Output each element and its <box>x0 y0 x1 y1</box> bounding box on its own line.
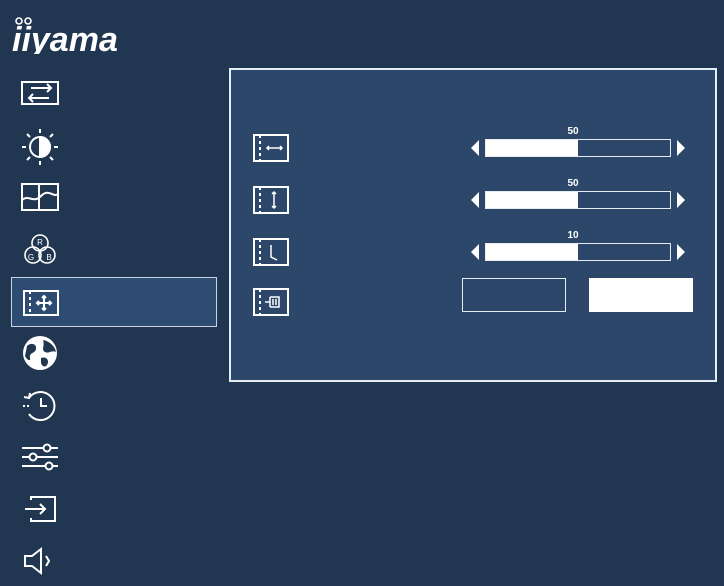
clock-decrease-arrow-icon[interactable] <box>469 243 481 261</box>
svg-text:G: G <box>28 253 34 262</box>
sidebar-item-picture[interactable] <box>11 172 217 222</box>
v-position-decrease-arrow-icon[interactable] <box>469 191 481 209</box>
v-position-slider[interactable] <box>485 191 671 209</box>
clock-value: 10 <box>567 230 579 241</box>
picture-adjust-icon <box>19 176 61 218</box>
iiyama-logo: iiyama <box>10 14 130 59</box>
v-position-increase-arrow-icon[interactable] <box>675 191 687 209</box>
clock-slider[interactable] <box>485 243 671 261</box>
audio-speaker-icon <box>19 540 61 582</box>
sidebar-item-input-select[interactable] <box>11 484 217 534</box>
position-icon <box>20 282 62 324</box>
auto-adjust-icon <box>252 287 290 317</box>
clock-increase-arrow-icon[interactable] <box>675 243 687 261</box>
v-position-icon <box>252 185 290 215</box>
language-globe-icon <box>19 332 61 374</box>
h-position-decrease-arrow-icon[interactable] <box>469 139 481 157</box>
auto-adjust-no-button[interactable] <box>462 278 566 312</box>
h-position-slider[interactable] <box>485 139 671 157</box>
svg-text:B: B <box>46 253 51 262</box>
brightness-icon <box>19 126 61 168</box>
sidebar-item-position[interactable] <box>11 277 217 327</box>
clock-slider-fill <box>486 244 578 260</box>
svg-text:R: R <box>37 238 43 247</box>
v-position-value: 50 <box>567 178 579 189</box>
h-position-slider-fill <box>486 140 578 156</box>
input-enter-icon <box>19 488 61 530</box>
sidebar-item-reset[interactable] <box>11 380 217 430</box>
h-position-value: 50 <box>567 126 579 137</box>
sidebar-item-audio[interactable] <box>11 536 217 586</box>
sidebar-item-language[interactable] <box>11 328 217 378</box>
sidebar-item-setup[interactable] <box>11 432 217 482</box>
clock-icon <box>252 237 290 267</box>
sidebar-item-input[interactable] <box>11 68 217 118</box>
svg-text:iiyama: iiyama <box>12 21 118 54</box>
sidebar-item-brightness[interactable] <box>11 122 217 172</box>
setup-sliders-icon <box>19 436 61 478</box>
v-position-slider-fill <box>486 192 578 208</box>
input-switch-icon <box>19 72 61 114</box>
position-settings-panel: 50 50 10 <box>229 68 717 382</box>
h-position-icon <box>252 133 290 163</box>
auto-adjust-yes-button[interactable] <box>589 278 693 312</box>
h-position-increase-arrow-icon[interactable] <box>675 139 687 157</box>
reset-history-icon <box>19 384 61 426</box>
